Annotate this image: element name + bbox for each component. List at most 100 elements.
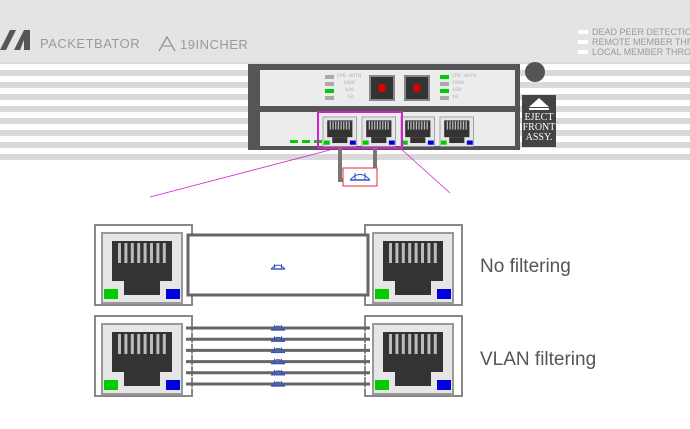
bridge-icon [270,381,286,387]
jack-pin [143,243,147,263]
filter-diagram-no-filtering [94,224,463,306]
jack-pin [376,121,379,130]
jack-pin [401,334,405,354]
jack-pin [389,334,392,354]
jack-socket [383,332,443,372]
activity-led [349,140,356,145]
activity-led [466,140,473,145]
jack-pin [414,243,418,263]
jack-socket [383,241,443,281]
bridge-cable [270,381,286,387]
brand-logo-icon [0,30,30,50]
indicator-panel: DEAD PEER DETECTION REMOTE MEMBER THRO L… [578,27,690,62]
callout-box [342,167,378,187]
reset-button-left[interactable] [369,75,395,101]
link-led [104,380,118,390]
activity-led [166,380,180,390]
jack-pin [465,121,467,130]
jack-pin [407,121,409,130]
chassis-ethernet-port-2[interactable] [361,116,397,147]
jack-pin [156,243,160,263]
chassis-ethernet-port-1[interactable] [322,116,358,147]
link-led [440,140,447,145]
jack-pin [118,243,121,263]
led-label-100-left: 100 [345,87,355,93]
jack-pin [124,243,128,263]
mode-label-vlan-filtering: VLAN filtering [480,349,597,370]
led-10-left [325,96,334,100]
jack-pin [150,334,153,354]
led-10-right [440,96,449,100]
link-led [401,140,408,145]
jack-pin [335,121,337,130]
bridge-icon [270,336,286,342]
jack-pin [137,243,141,263]
link-led [375,380,389,390]
jack-pin [395,334,399,354]
jack-pin [452,121,454,130]
jack-latch [332,137,348,144]
jack-pin [421,121,423,130]
bridge-cable [270,264,286,270]
activity-led [437,380,451,390]
jack-pin [449,121,451,130]
jack-pin [387,121,389,130]
jack-pin [460,121,462,130]
jack-pin [368,121,370,130]
link-led [323,140,330,145]
jack-pin [418,121,420,130]
jack-pin [415,121,418,130]
eject-icon [529,98,549,110]
highlight-box [317,111,403,149]
diagram-port-left [101,232,183,304]
jack-pin [332,121,334,130]
jack-pin [427,334,431,354]
led-label-1000-right: 1000 [452,80,465,86]
jack-pin [401,243,405,263]
jack-socket [112,332,172,372]
jack-pin [143,334,147,354]
led-label-100-right: 100 [452,87,462,93]
diagram-port-left [101,323,183,395]
indicator-label-remote: REMOTE MEMBER THRO [592,37,690,47]
leader-line-right [399,147,451,194]
eject-handle[interactable]: EJECT FRONT ASSY. [522,95,556,147]
jack-pin [382,121,384,130]
link-led [104,289,118,299]
mode-label-no-filtering: No filtering [480,256,571,277]
jack-pin [340,121,342,130]
jack-pin [371,121,373,130]
chassis-ethernet-port-4[interactable] [439,116,475,147]
jack-pin [423,121,426,130]
jack-pin [337,121,340,130]
jack-pin [162,243,166,263]
filter-diagram-vlan-filtering [94,315,463,397]
chassis-rib [0,160,690,165]
indicator-led-local [578,50,588,54]
jack-pin [374,121,376,130]
diagram-port-right [372,323,454,395]
led-label-10-right: 10 [452,94,459,100]
lower-led-2 [302,140,310,143]
eject-label-2: FRONT [522,122,556,133]
brand-name: PACKETBATOR [40,36,141,51]
jack-pin [462,121,465,130]
led-label-cpe-auth-left: CPE AUTH [337,73,362,79]
link-led [362,140,369,145]
jack-latch [371,137,387,144]
led-1000-right [440,82,449,86]
jack-pin [433,334,437,354]
jack-pin [408,334,412,354]
led-100-left [325,89,334,93]
eject-label-1: EJECT [524,112,554,123]
jack-socket [112,241,172,281]
indicator-led-dead-peer [578,30,588,34]
bridge-icon [270,347,286,354]
reset-button-right[interactable] [404,75,430,101]
chassis-ethernet-port-3[interactable] [400,116,436,147]
jack-pin [410,121,412,130]
jack-latch [124,281,160,295]
jack-pin [446,121,448,130]
bridge-icon [270,369,286,376]
